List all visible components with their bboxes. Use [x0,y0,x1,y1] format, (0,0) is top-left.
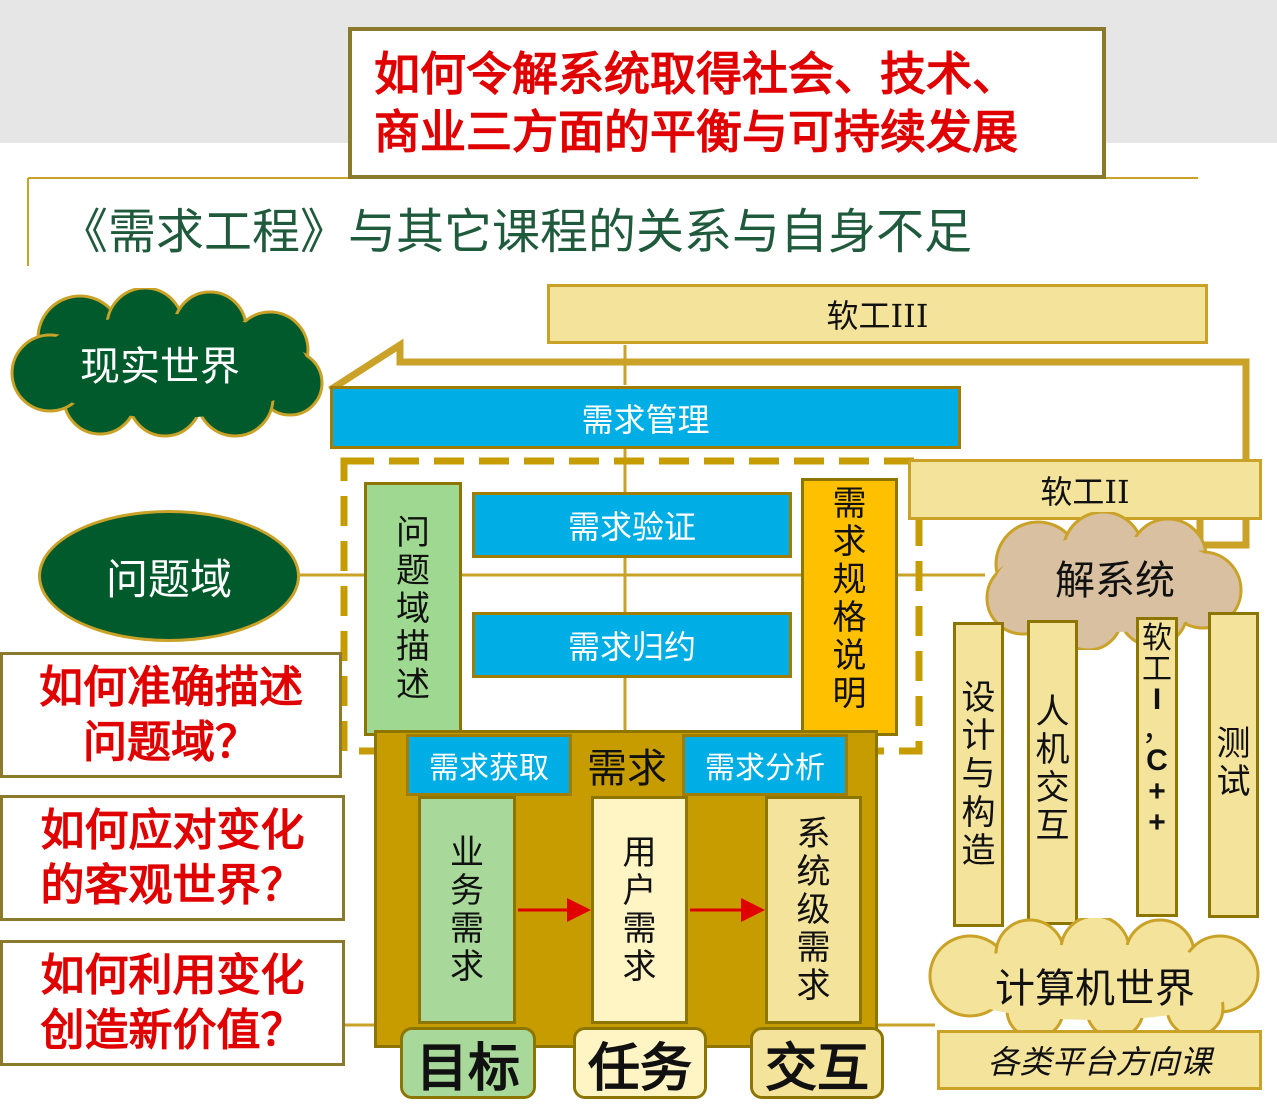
sys-req-char: 统 [796,851,831,892]
problem-domain-oval: 问题域 [38,510,300,642]
test-char: 测 [1216,724,1251,764]
se3-bar: 软工III [547,284,1208,344]
question-3-line-2: 创造新价值？ [40,1005,305,1056]
biz-req-char: 求 [450,947,484,988]
design-char: 与 [961,754,996,795]
design-char: 计 [961,716,996,757]
platform-course-box: 各类平台方向课 [937,1030,1262,1090]
sys-req-char: 系 [796,813,831,854]
hci-char: 人 [1035,692,1070,732]
hci-char: 互 [1035,806,1070,847]
question-3-line-1: 如何利用变化 [40,950,305,1001]
biz-req-char: 需 [450,909,484,949]
design-char: 造 [961,830,996,871]
se1-char: + [1148,805,1166,839]
problem-desc-char: 问 [396,512,430,553]
req-analysis-bar: 需求分析 [682,734,848,796]
design-char: 构 [961,792,996,833]
hci-char: 机 [1035,730,1070,771]
question-2-line-1: 如何应对变化 [40,805,305,856]
sys-req-char: 级 [796,889,831,930]
problem-desc-char: 述 [396,665,430,706]
computer-world-label: 计算机世界 [995,966,1195,1012]
question-1-line-2: 问题域？ [83,717,259,768]
biz-req-box: 业 务 需 求 [418,796,516,1024]
user-req-char: 户 [622,870,657,911]
computer-world-cloud [928,918,1260,1036]
problem-desc-char: 域 [396,588,430,629]
question-1-line-1: 如何准确描述 [39,662,303,713]
req-elicit-bar: 需求获取 [406,734,572,796]
test-char: 试 [1216,762,1251,803]
question-3-box: 如何利用变化 创造新价值？ [0,940,345,1066]
req-verify-bar: 需求验证 [472,492,792,558]
test-pillar: 测 试 [1208,612,1259,918]
req-center-label: 需求 [587,746,667,792]
se1-char: I [1152,683,1162,717]
subtitle: 《需求工程》与其它课程的关系与自身不足 [60,204,973,260]
se1-char: 软 [1142,621,1172,656]
hci-char: 交 [1035,768,1070,809]
se1-char: 工 [1142,651,1172,687]
question-1-box: 如何准确描述 问题域？ [0,652,342,778]
user-req-char: 用 [622,832,657,873]
problem-desc-char: 题 [396,550,430,591]
design-pillar: 设 计 与 构 造 [953,622,1004,927]
req-induct-bar: 需求归约 [472,612,792,678]
title-rule-vertical [27,178,29,266]
se1-char: + [1148,774,1166,808]
spec-char: 求 [832,522,867,563]
user-req-char: 需 [622,909,657,949]
sys-req-char: 求 [796,966,831,1007]
se2-bar: 软工II [908,459,1262,520]
spec-char: 明 [832,674,867,715]
tab-interaction: 交互 [750,1027,884,1099]
solution-system-label: 解系统 [1055,558,1175,604]
spec-box: 需 求 规 格 说 明 [801,478,898,736]
design-char: 设 [961,678,996,719]
spec-char: 需 [832,484,867,524]
problem-desc-box: 问 题 域 描 述 [364,482,462,736]
tab-task: 任务 [573,1027,707,1099]
se1-char: ， [1142,712,1172,748]
real-world-cloud [10,288,324,438]
title-line-1: 如何令解系统取得社会、技术、 [374,47,1018,101]
title-box: 如何令解系统取得社会、技术、 商业三方面的平衡与可持续发展 [348,27,1106,179]
req-mgmt-bar: 需求管理 [330,386,961,449]
problem-desc-char: 描 [396,627,430,668]
spec-char: 规 [832,560,867,601]
real-world-label: 现实世界 [80,344,240,390]
question-2-box: 如何应对变化 的客观世界？ [0,795,345,921]
spec-char: 格 [832,598,867,639]
sys-req-char: 需 [796,928,831,969]
biz-req-char: 务 [450,870,484,911]
title-line-2: 商业三方面的平衡与可持续发展 [374,105,1018,159]
tab-goal: 目标 [400,1027,536,1099]
spec-char: 说 [832,636,867,677]
se1-pillar: 软 工 I ， C + + [1136,617,1178,917]
se1-char: C [1146,744,1168,778]
question-2-line-2: 的客观世界？ [40,860,305,911]
user-req-char: 求 [622,947,657,988]
biz-req-char: 业 [450,832,484,873]
sys-req-box: 系 统 级 需 求 [765,796,862,1024]
user-req-box: 用 户 需 求 [591,796,688,1024]
hci-pillar: 人 机 交 互 [1027,620,1078,925]
